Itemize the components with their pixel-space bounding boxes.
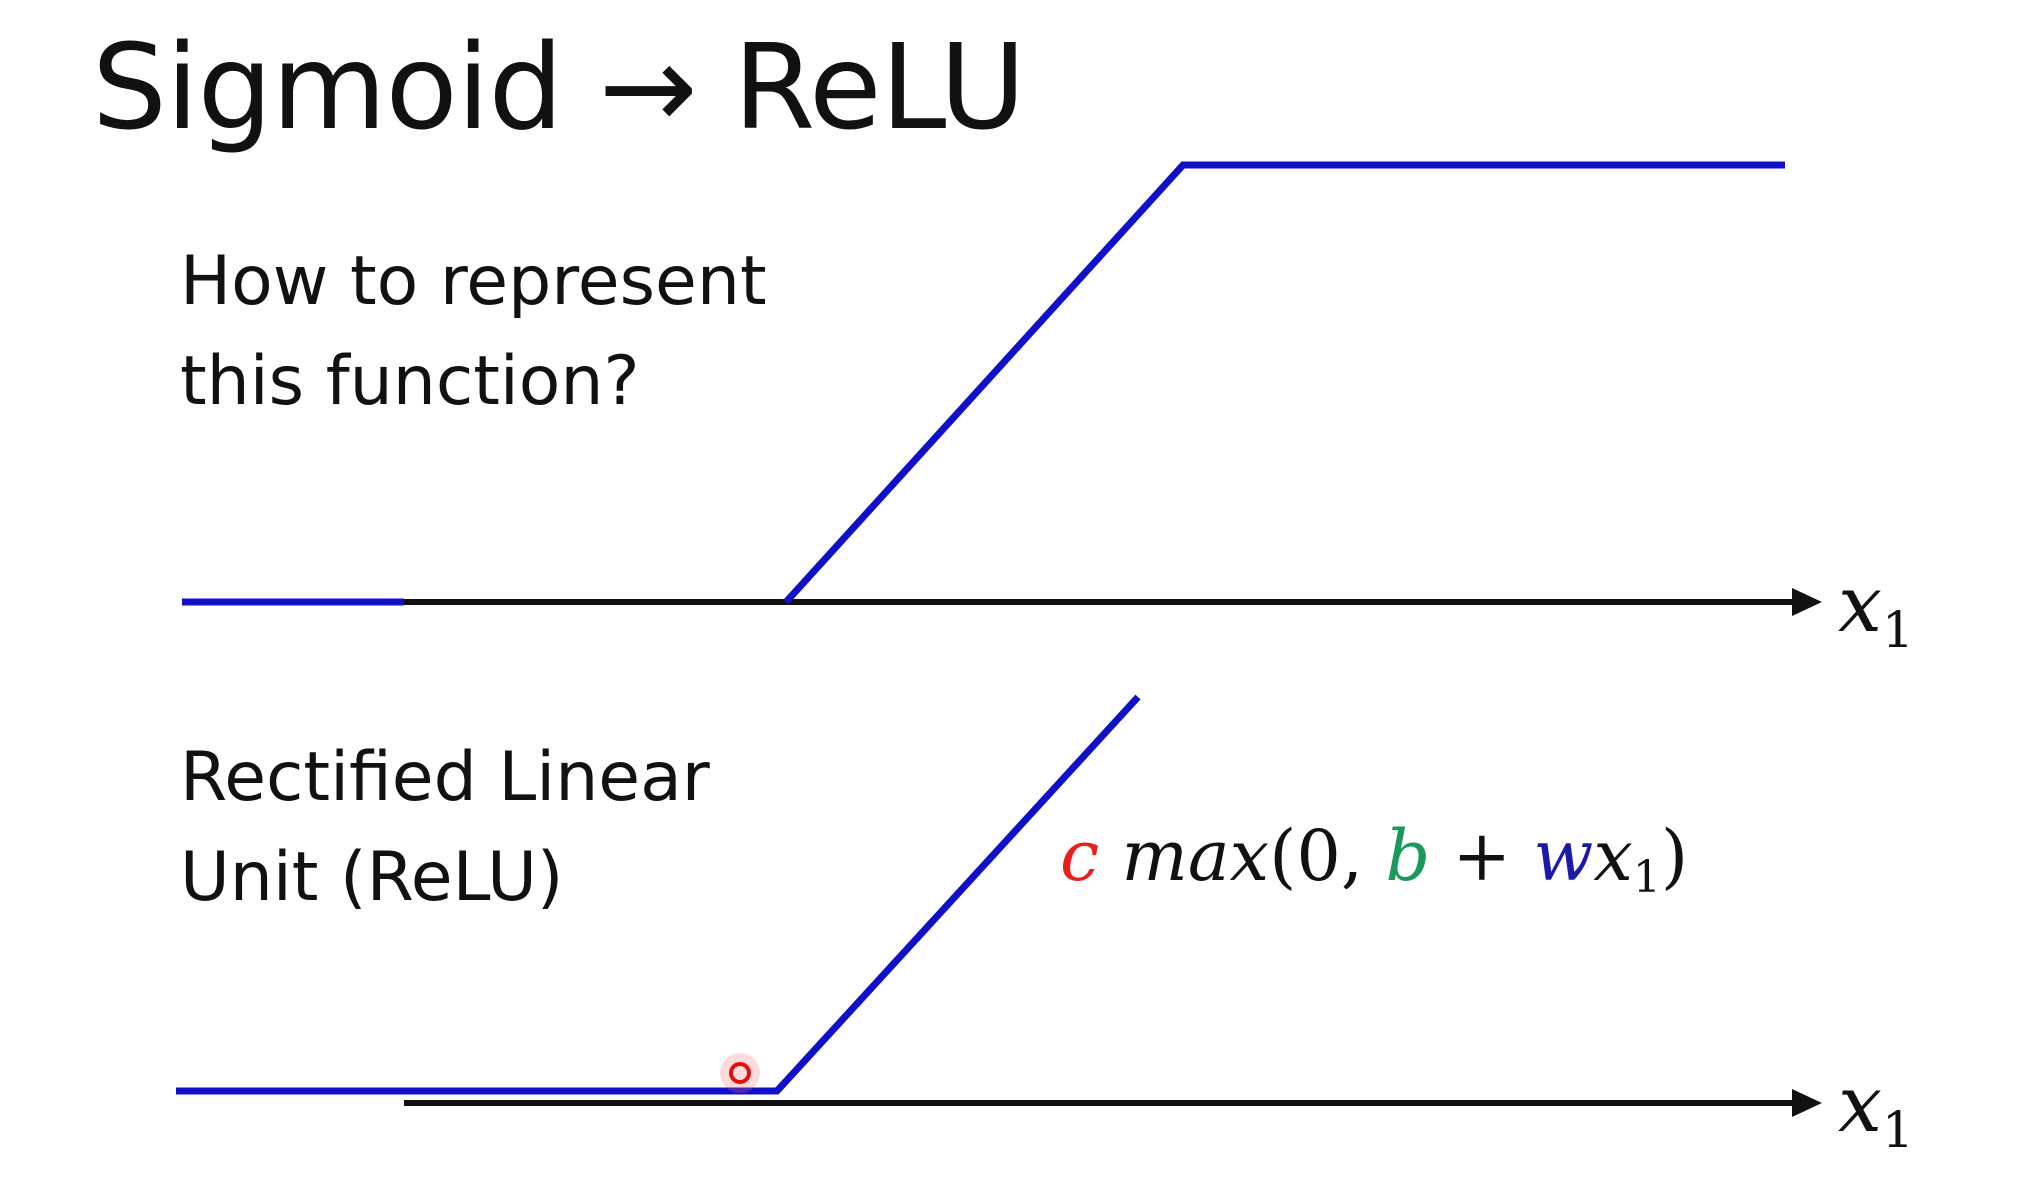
relu-text: Rectified Linear Unit (ReLU) — [180, 728, 710, 928]
formula-b: b — [1385, 815, 1431, 897]
cursor-pointer — [729, 1062, 751, 1084]
formula-c: c — [1060, 815, 1100, 897]
question-text: How to represent this function? — [180, 232, 767, 432]
formula-close: ) — [1660, 815, 1689, 897]
question-line-2: this function? — [180, 342, 640, 421]
top-axis-label: x1 — [1838, 560, 1914, 659]
top-axis-label-sub: 1 — [1882, 601, 1914, 659]
relu-line-1: Rectified Linear — [180, 738, 710, 817]
formula-max: max — [1121, 815, 1270, 897]
formula-sub: 1 — [1632, 852, 1661, 903]
bottom-axis-label-sub: 1 — [1882, 1101, 1914, 1159]
top-axis-label-base: x — [1838, 560, 1882, 650]
top-axis-arrowhead — [1792, 588, 1822, 616]
bottom-axis-arrowhead — [1792, 1089, 1822, 1117]
formula-w: w — [1533, 815, 1594, 897]
relu-formula: c max(0, b + wx1) — [1060, 815, 1688, 903]
formula-plus: + — [1430, 815, 1534, 897]
slide-title: Sigmoid → ReLU — [92, 18, 1026, 156]
question-line-1: How to represent — [180, 242, 767, 321]
relu-curve — [176, 694, 1141, 1095]
formula-open: (0, — [1269, 815, 1386, 897]
formula-x: x — [1593, 815, 1633, 897]
hard-sigmoid-curve-ramp — [783, 161, 1785, 605]
bottom-axis-label-base: x — [1838, 1060, 1882, 1150]
relu-line-2: Unit (ReLU) — [180, 838, 564, 917]
cursor-glow — [720, 1053, 760, 1093]
bottom-axis-label: x1 — [1838, 1060, 1914, 1159]
